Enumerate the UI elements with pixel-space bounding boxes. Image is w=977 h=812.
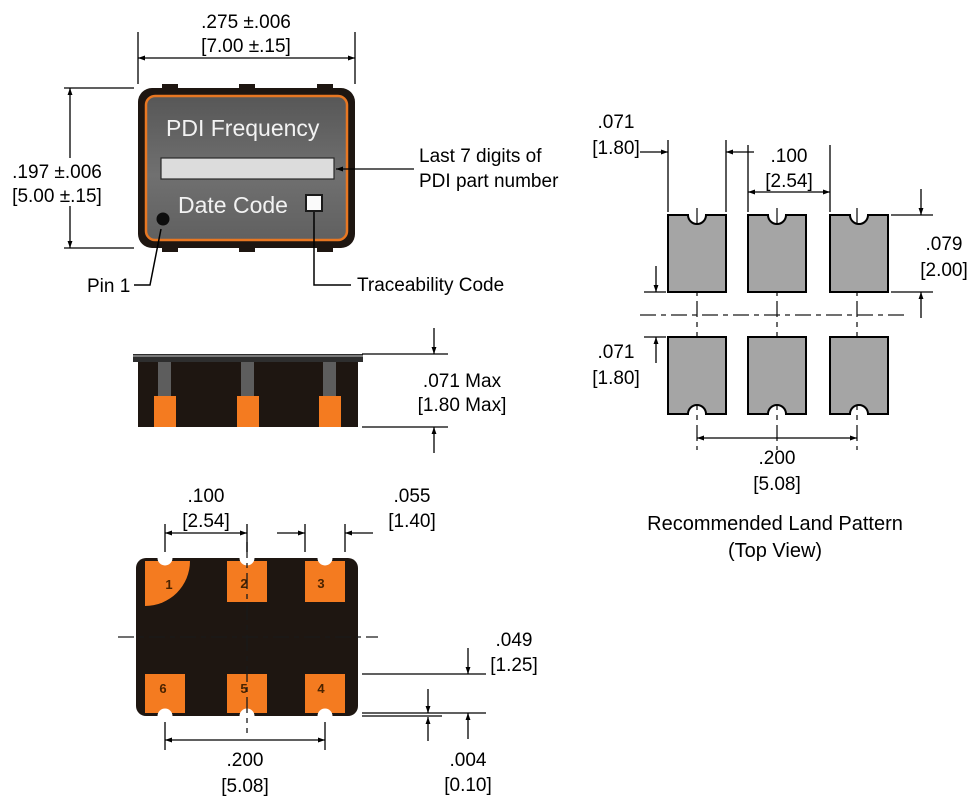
edge-notch [239,708,255,724]
land-pad [747,336,807,415]
land-pattern-caption: Recommended Land Pattern [647,513,903,535]
dim-land-span-mm: [5.08] [753,474,801,495]
edge-notch [157,708,173,724]
bottom-pad-6 [145,674,185,713]
castellation-groove [241,362,254,397]
dim-land-pad-width-in: .071 [598,112,635,133]
dim-land-pad-height-in: .079 [926,234,963,255]
note-part-number-line1: Last 7 digits of [419,146,542,167]
castellation-groove [323,362,336,397]
pin1-dot [156,212,170,226]
dim-width-in: .275 ±.006 [201,12,291,33]
dim-span-in: .200 [227,750,264,771]
dim-land-pitch-in: .100 [771,146,808,167]
note-part-number-line2: PDI part number [419,171,559,192]
dim-land-pitch-mm: [2.54] [765,171,813,192]
leader-line [313,212,351,286]
dim-pitch-in: .100 [188,486,225,507]
dim-span-mm: [5.08] [221,776,269,797]
land-pattern-subcaption: (Top View) [728,540,822,562]
land-pad [747,214,807,293]
dim-pitch-mm: [2.54] [182,511,230,532]
leader-line [134,228,162,286]
land-pad [829,336,889,415]
note-pin1: Pin 1 [87,276,130,297]
pin-number: 3 [317,576,324,591]
castellation-bump [162,84,178,90]
dim-side-height-in: .071 Max [423,371,502,392]
side-pad [154,396,176,427]
land-pad [667,336,727,415]
edge-notch [157,550,173,566]
dim-pad-height-in: .049 [496,630,533,651]
note-traceability: Traceability Code [357,275,504,296]
pin-number: 6 [159,681,166,696]
dim-land-pad-width-mm: [1.80] [592,138,640,159]
dim-pad-width-in: .055 [394,486,431,507]
date-code-label: Date Code [178,192,288,218]
dim-width-mm: [7.00 ±.15] [201,36,291,57]
dim-land-pad-height-mm: [2.00] [920,260,968,281]
bottom-pad-1 [145,561,190,606]
dim-height-in: .197 ±.006 [12,162,102,183]
bottom-pad-3 [305,561,345,602]
pin-number: 5 [240,681,247,696]
edge-notch [317,550,333,566]
dim-pad-width-mm: [1.40] [388,511,436,532]
top-view: PDI Frequency Date Code .275 ±.006 [7.00… [12,12,559,297]
dim-land-row-gap-in: .071 [598,342,635,363]
side-pad [319,396,341,427]
traceability-code-mark [305,194,323,212]
pin-number: 1 [165,577,172,592]
dim-edge-offset-mm: [0.10] [444,775,492,796]
side-view: .071 Max [1.80 Max] [133,328,506,453]
dim-height-mm: [5.00 ±.15] [12,186,102,207]
dim-side-height-mm: [1.80 Max] [418,395,507,416]
part-number-field [160,157,335,180]
land-pad [829,214,889,293]
dim-land-span-in: .200 [759,448,796,469]
package-brand-label: PDI Frequency [166,115,320,141]
bottom-pad-4 [305,674,345,713]
land-pattern: .071 [1.80] .100 [2.54] .079 [2.00] .071… [592,112,968,562]
side-pad [237,396,259,427]
castellation-bump [239,84,255,90]
dim-pad-height-mm: [1.25] [490,655,538,676]
package-lid-edge [133,354,363,362]
castellation-bump [239,246,255,252]
castellation-bump [317,246,333,252]
edge-notch [317,708,333,724]
dim-land-row-gap-mm: [1.80] [592,368,640,389]
pin-number: 2 [240,576,247,591]
castellation-bump [317,84,333,90]
bottom-view: 1 2 3 6 5 4 .100 [2.54] .055 [1.40] .049… [118,486,538,797]
dim-edge-offset-in: .004 [450,750,487,771]
castellation-bump [162,246,178,252]
castellation-groove [158,362,171,397]
pin-number: 4 [317,681,325,696]
land-pad [667,214,727,293]
